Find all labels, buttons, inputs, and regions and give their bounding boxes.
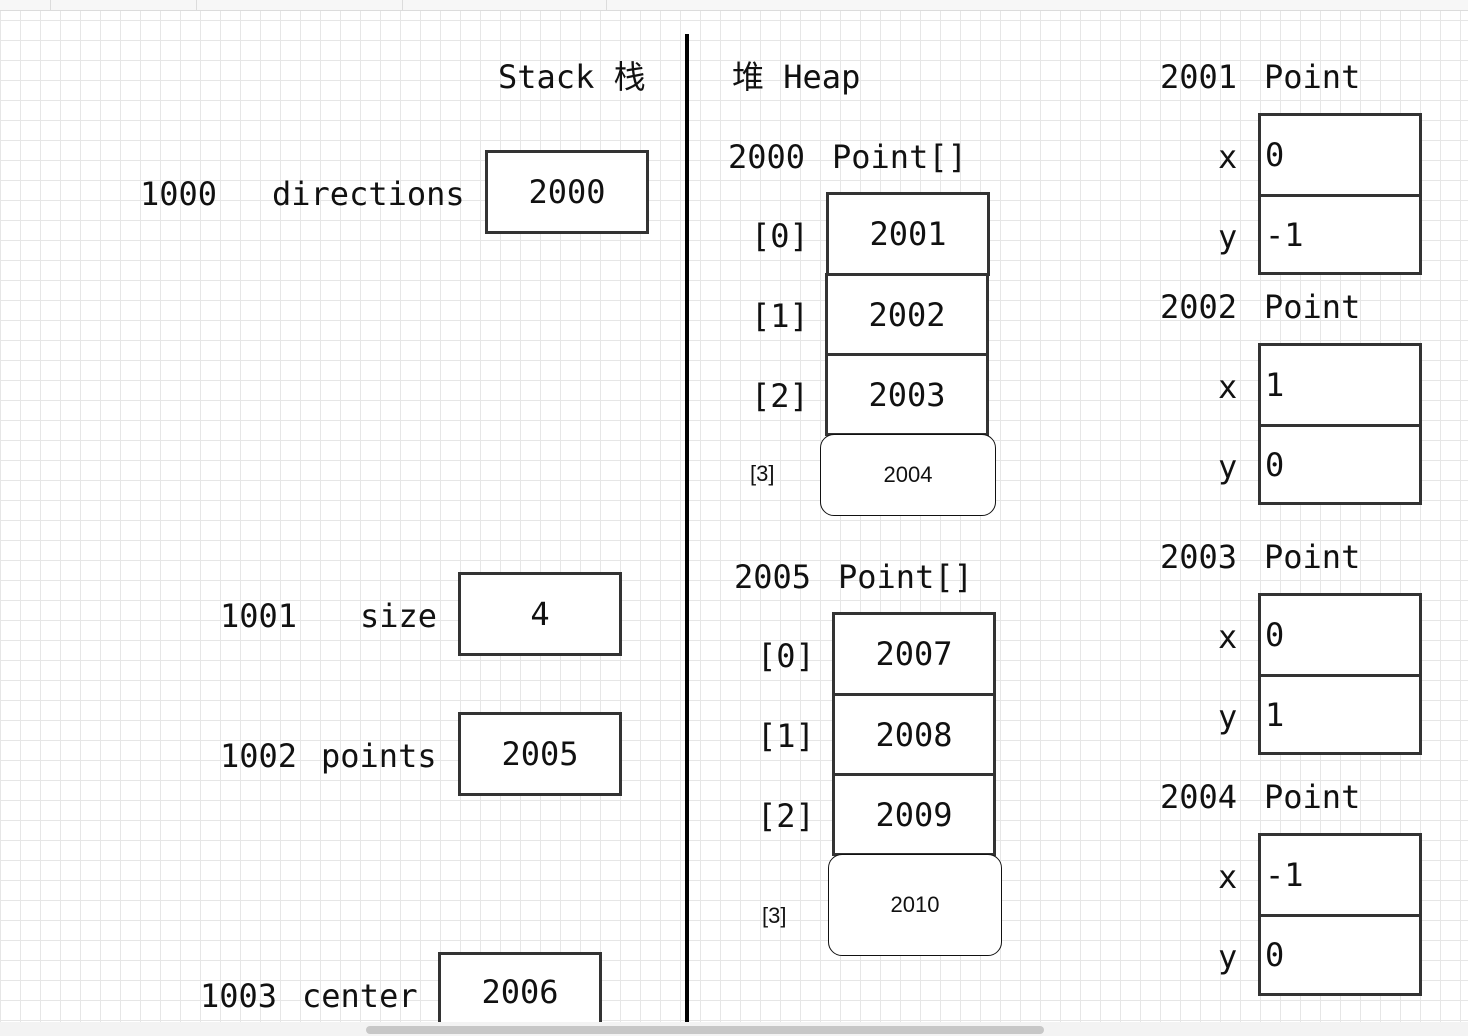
field-value-box: -1 <box>1258 194 1422 275</box>
stack-var-value-box: 4 <box>458 572 622 656</box>
object-address: 2003 <box>1160 538 1238 576</box>
object-type: Point <box>1264 288 1361 326</box>
array-cell: 2008 <box>832 693 996 776</box>
array-cell: 2010 <box>828 854 1002 956</box>
array-cell: 2001 <box>826 192 990 276</box>
field-name: x <box>1218 368 1238 406</box>
field-value-box: 0 <box>1258 424 1422 505</box>
stack-var-address: 1003 <box>200 977 278 1015</box>
array-index-label: [3] <box>762 903 787 928</box>
stack-var-value-box: 2000 <box>485 150 649 234</box>
ruler-tick <box>402 0 403 10</box>
ruler-tick <box>50 0 51 10</box>
top-ruler <box>0 0 1468 11</box>
array-index-label: [2] <box>751 377 809 415</box>
field-value-box: -1 <box>1258 833 1422 917</box>
field-name: x <box>1218 858 1238 896</box>
stack-var-name: points <box>321 737 437 775</box>
field-name: x <box>1218 618 1238 656</box>
field-value-box: 1 <box>1258 674 1422 755</box>
field-name: y <box>1218 938 1238 976</box>
array-index-label: [1] <box>757 717 815 755</box>
heap-title: 堆 Heap <box>732 58 861 96</box>
heap-array-type: Point[] <box>838 558 973 596</box>
array-cell: 2003 <box>825 353 989 436</box>
array-index-label: [0] <box>751 217 809 255</box>
object-type: Point <box>1264 58 1361 96</box>
heap-array-address: 2000 <box>728 138 806 176</box>
field-name: y <box>1218 698 1238 736</box>
array-cell: 2009 <box>832 773 996 856</box>
stack-var-name: size <box>360 597 438 635</box>
array-cell: 2004 <box>820 434 996 516</box>
field-name: x <box>1218 138 1238 176</box>
array-index-label: [1] <box>751 297 809 335</box>
field-value-box: 0 <box>1258 593 1422 677</box>
stack-var-address: 1000 <box>140 175 218 213</box>
ruler-tick <box>196 0 197 10</box>
object-type: Point <box>1264 778 1361 816</box>
array-cell: 2007 <box>832 612 996 696</box>
field-name: y <box>1218 218 1238 256</box>
stack-title: Stack 栈 <box>498 58 646 96</box>
object-address: 2004 <box>1160 778 1238 816</box>
field-value-box: 0 <box>1258 113 1422 197</box>
ruler-tick <box>606 0 607 10</box>
stack-var-value-box: 2006 <box>438 952 602 1032</box>
array-index-label: [2] <box>757 797 815 835</box>
array-index-label: [0] <box>757 637 815 675</box>
array-index-label: [3] <box>750 461 775 486</box>
field-value-box: 1 <box>1258 343 1422 427</box>
heap-array-type: Point[] <box>832 138 967 176</box>
stack-var-address: 1001 <box>220 597 298 635</box>
stack-var-name: directions <box>272 175 465 213</box>
stack-var-value-box: 2005 <box>458 712 622 796</box>
object-type: Point <box>1264 538 1361 576</box>
field-value-box: 0 <box>1258 914 1422 996</box>
stack-var-name: center <box>302 977 418 1015</box>
stack-var-address: 1002 <box>220 737 298 775</box>
stack-heap-divider <box>685 34 689 1022</box>
field-name: y <box>1218 448 1238 486</box>
object-address: 2001 <box>1160 58 1238 96</box>
object-address: 2002 <box>1160 288 1238 326</box>
array-cell: 2002 <box>825 273 989 356</box>
heap-array-address: 2005 <box>734 558 812 596</box>
horizontal-scrollbar-thumb[interactable] <box>366 1026 1044 1034</box>
